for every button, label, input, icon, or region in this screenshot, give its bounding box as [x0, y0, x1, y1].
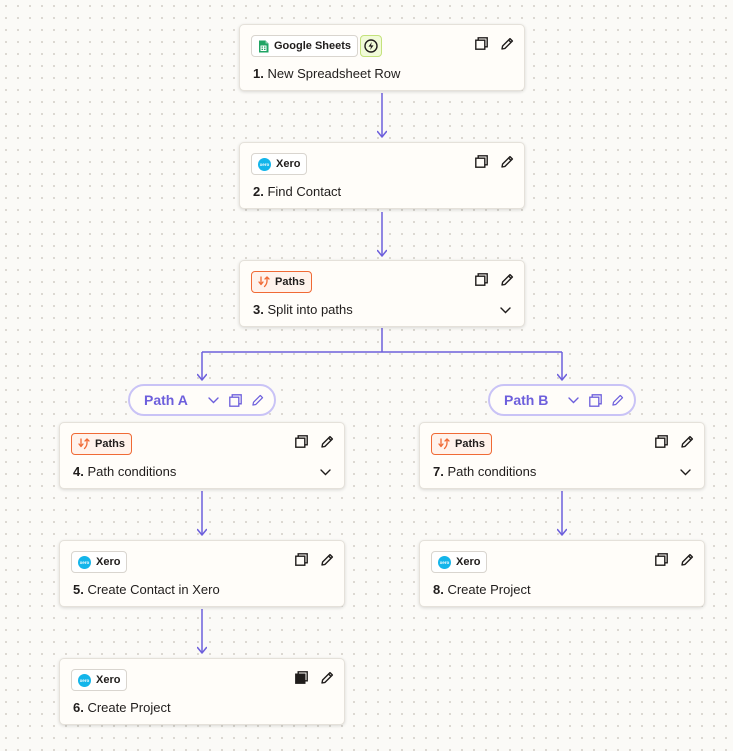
- path-a-pill[interactable]: Path A: [128, 384, 276, 416]
- copy-icon[interactable]: [474, 272, 488, 286]
- edit-icon[interactable]: [251, 394, 264, 407]
- edit-icon[interactable]: [500, 272, 514, 286]
- path-b-pill[interactable]: Path B: [488, 384, 636, 416]
- xero-icon: xero: [258, 157, 271, 171]
- step-card-8[interactable]: xero Xero 8. Create Project: [419, 540, 705, 607]
- copy-icon[interactable]: [294, 434, 308, 448]
- step-card-3[interactable]: Paths 3. Split into paths: [239, 260, 525, 327]
- step-title: 4. Path conditions: [73, 464, 177, 479]
- step-card-7[interactable]: Paths 7. Path conditions: [419, 422, 705, 489]
- chevron-down-icon[interactable]: [678, 465, 692, 479]
- app-name: Paths: [455, 438, 485, 450]
- edit-icon[interactable]: [320, 670, 334, 684]
- step-title: 5. Create Contact in Xero: [73, 582, 220, 597]
- step-card-6[interactable]: xero Xero 6. Create Project: [59, 658, 345, 725]
- path-label[interactable]: Path A: [144, 392, 188, 408]
- app-name: Paths: [95, 438, 125, 450]
- app-badge: Paths: [431, 433, 492, 455]
- app-badge: xero Xero: [251, 153, 308, 175]
- app-badge: xero Xero: [71, 551, 128, 573]
- xero-icon: xero: [78, 555, 91, 569]
- app-name: Paths: [275, 276, 305, 288]
- step-title: 1. New Spreadsheet Row: [253, 66, 401, 81]
- copy-icon[interactable]: [474, 36, 488, 50]
- app-badge: Paths: [71, 433, 132, 455]
- connector-split: [202, 328, 562, 353]
- path-label[interactable]: Path B: [504, 392, 549, 408]
- app-name: Xero: [96, 556, 121, 568]
- app-badge: xero Xero: [431, 551, 488, 573]
- edit-icon[interactable]: [320, 434, 334, 448]
- app-name: Xero: [96, 674, 121, 686]
- step-card-1[interactable]: Google Sheets 1. New Spreadsheet Row: [239, 24, 525, 91]
- bolt-icon: [360, 35, 382, 57]
- paths-icon: [258, 276, 270, 288]
- app-name: Google Sheets: [274, 40, 352, 52]
- app-badge: Paths: [251, 271, 312, 293]
- sheets-icon: [258, 40, 269, 53]
- step-card-5[interactable]: xero Xero 5. Create Contact in Xero: [59, 540, 345, 607]
- chevron-down-icon[interactable]: [498, 303, 512, 317]
- edit-icon[interactable]: [680, 434, 694, 448]
- step-card-4[interactable]: Paths 4. Path conditions: [59, 422, 345, 489]
- svg-text:xero: xero: [80, 560, 90, 565]
- edit-icon[interactable]: [680, 552, 694, 566]
- copy-icon[interactable]: [654, 552, 668, 566]
- svg-text:xero: xero: [440, 560, 450, 565]
- edit-icon[interactable]: [500, 154, 514, 168]
- step-title: 3. Split into paths: [253, 302, 353, 317]
- copy-icon[interactable]: [294, 552, 308, 566]
- copy-icon[interactable]: [474, 154, 488, 168]
- step-title: 6. Create Project: [73, 700, 171, 715]
- app-badge: Google Sheets: [251, 35, 359, 57]
- copy-icon[interactable]: [229, 393, 242, 407]
- svg-text:xero: xero: [260, 162, 270, 167]
- xero-icon: xero: [78, 673, 91, 687]
- edit-icon[interactable]: [611, 394, 624, 407]
- chevron-down-icon[interactable]: [207, 394, 220, 407]
- app-badge: xero Xero: [71, 669, 128, 691]
- edit-icon[interactable]: [500, 36, 514, 50]
- paths-icon: [438, 438, 450, 450]
- chevron-down-icon[interactable]: [567, 394, 580, 407]
- app-name: Xero: [456, 556, 481, 568]
- step-title: 7. Path conditions: [433, 464, 537, 479]
- xero-icon: xero: [438, 555, 451, 569]
- copy-icon[interactable]: [654, 434, 668, 448]
- step-title: 2. Find Contact: [253, 184, 342, 199]
- paths-icon: [78, 438, 90, 450]
- svg-text:xero: xero: [80, 678, 90, 683]
- edit-icon[interactable]: [320, 552, 334, 566]
- step-card-2[interactable]: xero Xero 2. Find Contact: [239, 142, 525, 209]
- step-title: 8. Create Project: [433, 582, 531, 597]
- app-name: Xero: [276, 158, 301, 170]
- chevron-down-icon[interactable]: [318, 465, 332, 479]
- copy-icon[interactable]: [294, 670, 308, 684]
- copy-icon[interactable]: [589, 393, 602, 407]
